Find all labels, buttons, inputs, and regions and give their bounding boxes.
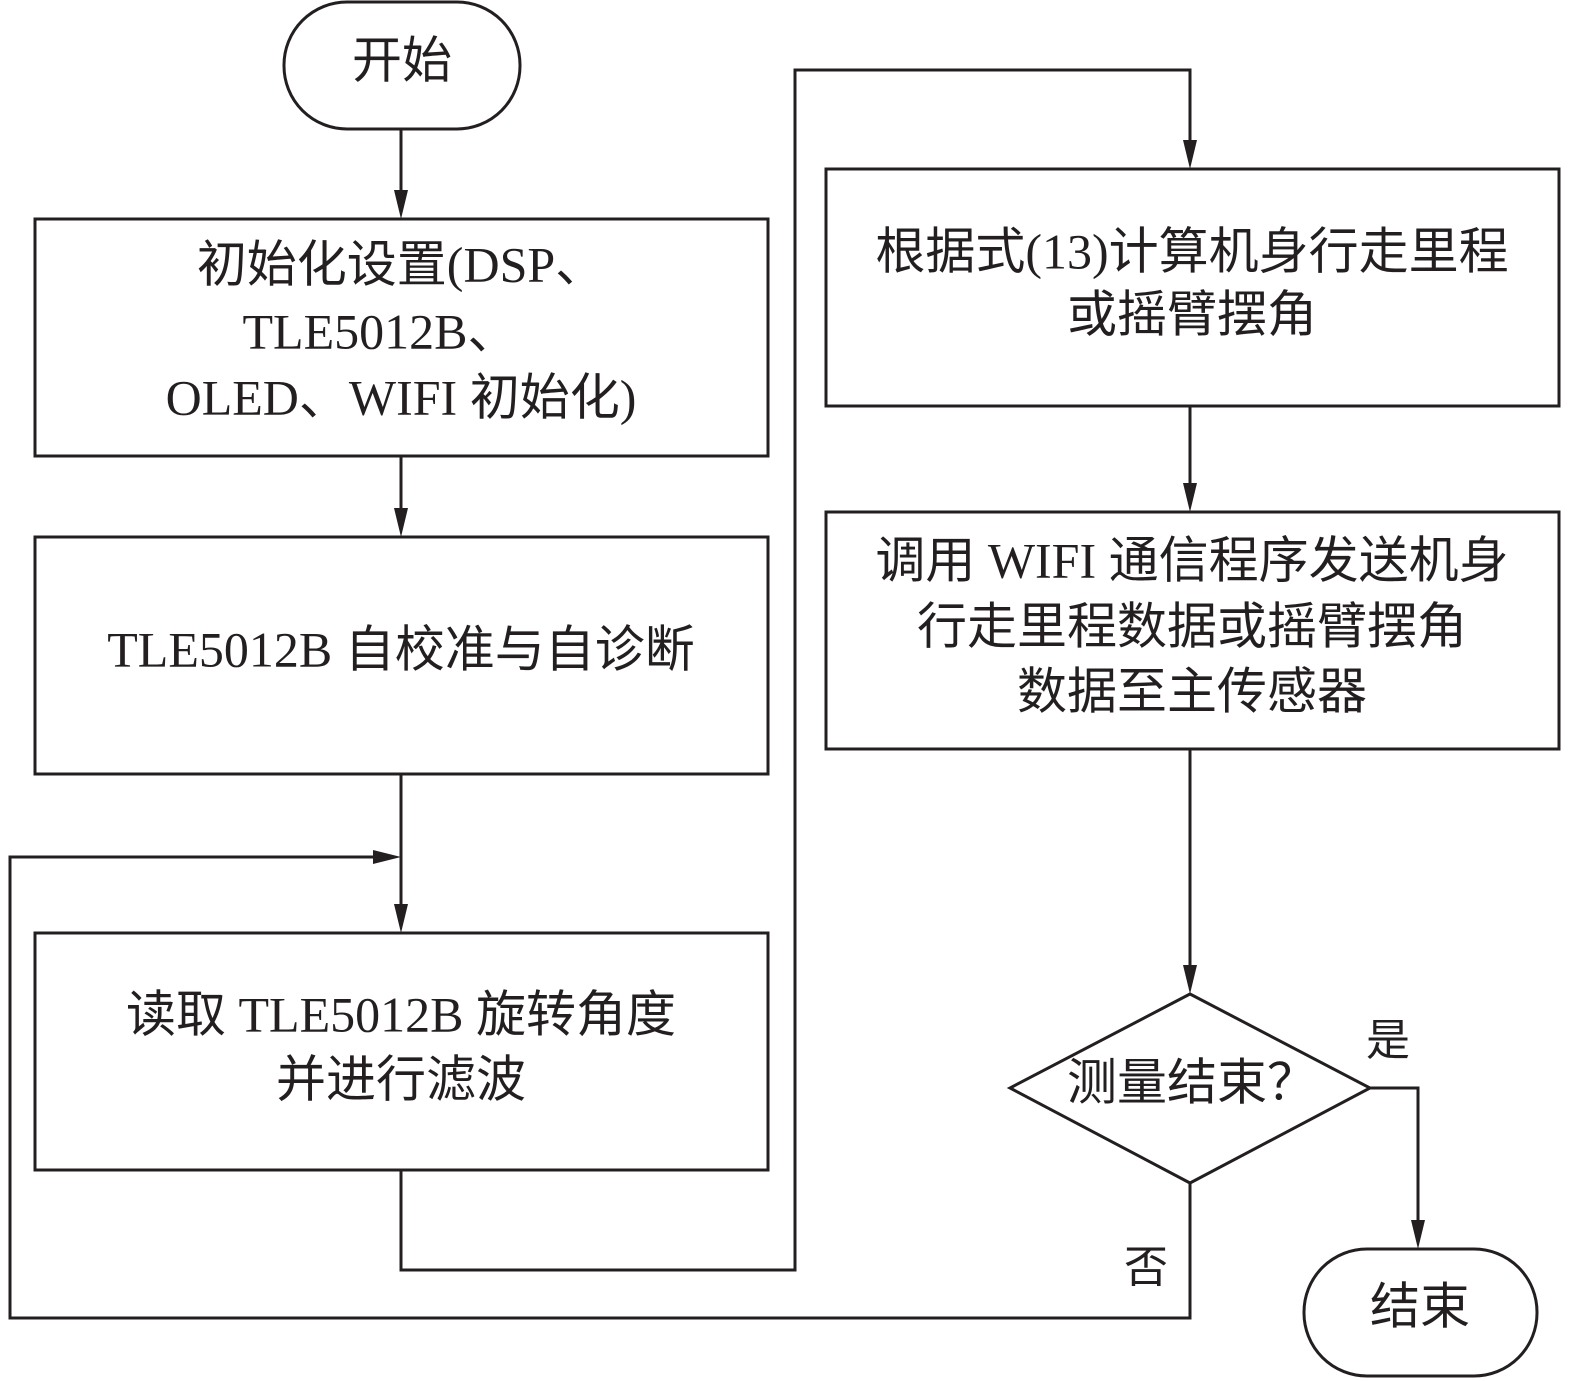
send-node: 调用 WIFI 通信程序发送机身 行走里程数据或摇臂摆角 数据至主传感器 [824, 510, 1561, 751]
compute-node-line-2: 或摇臂摆角 [1067, 286, 1317, 342]
start-node: 开始 [282, 0, 522, 131]
init-node-line-2: TLE5012B、 [243, 303, 518, 359]
calibrate-node-label: TLE5012B 自校准与自诊断 [107, 621, 694, 677]
edge-calibrate-to-read [394, 774, 408, 933]
end-node: 结束 [1302, 1247, 1539, 1378]
decision-node-label: 测量结束？ [1067, 1054, 1317, 1110]
edge-read-to-compute [399, 68, 1197, 1272]
yes-label: 是 [1366, 1016, 1410, 1065]
read-node-line-1: 读取 TLE5012B 旋转角度 [126, 986, 676, 1042]
read-node: 读取 TLE5012B 旋转角度 并进行滤波 [33, 931, 770, 1172]
edge-send-to-decision [1183, 749, 1197, 994]
calibrate-node: TLE5012B 自校准与自诊断 [33, 535, 770, 776]
send-node-line-3: 数据至主传感器 [1017, 663, 1367, 719]
send-node-line-2: 行走里程数据或摇臂摆角 [917, 598, 1467, 654]
edge-compute-to-send [1183, 406, 1197, 512]
read-node-line-2: 并进行滤波 [276, 1051, 526, 1107]
arrowhead-icon [1183, 483, 1197, 512]
arrowhead-icon [1183, 965, 1197, 994]
init-node-line-1: 初始化设置(DSP、 [197, 236, 605, 292]
arrowhead-icon [394, 508, 408, 537]
edge-decision-no-to-read: 否 [8, 850, 1192, 1320]
init-node-line-3: OLED、WIFI 初始化) [166, 369, 637, 425]
end-node-label: 结束 [1370, 1278, 1470, 1334]
arrowhead-icon [1411, 1220, 1425, 1249]
no-label: 否 [1124, 1243, 1168, 1292]
compute-node: 根据式(13)计算机身行走里程 或摇臂摆角 [824, 167, 1561, 408]
arrowhead-icon [394, 190, 408, 219]
arrowhead-icon [373, 850, 401, 864]
edge-decision-yes-to-end: 是 [1366, 1016, 1425, 1249]
arrowhead-icon [394, 904, 408, 933]
edge-init-to-calibrate [394, 456, 408, 537]
arrowhead-icon [1183, 140, 1197, 169]
decision-node: 测量结束？ [1006, 992, 1374, 1185]
init-node: 初始化设置(DSP、 TLE5012B、 OLED、WIFI 初始化) [33, 217, 770, 458]
start-node-label: 开始 [352, 32, 452, 88]
compute-node-line-1: 根据式(13)计算机身行走里程 [875, 223, 1508, 279]
send-node-line-1: 调用 WIFI 通信程序发送机身 [875, 532, 1508, 588]
edge-start-to-init [394, 129, 408, 219]
